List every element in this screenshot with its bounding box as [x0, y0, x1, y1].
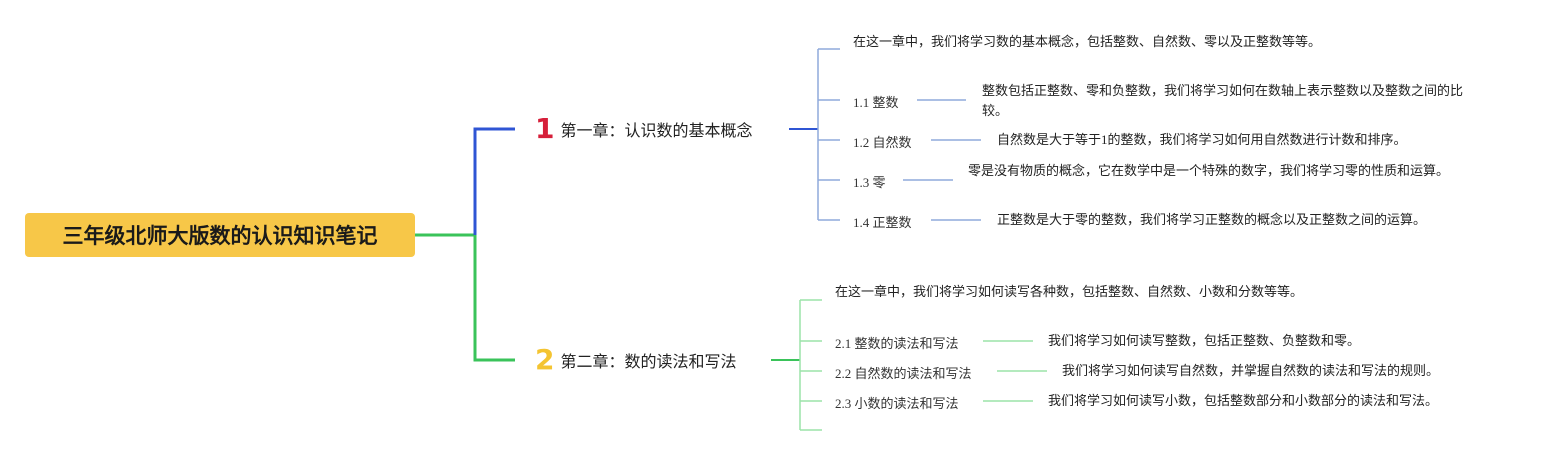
chapter-1-title: 第一章：认识数的基本概念: [560, 121, 753, 140]
branch-1-connector: [473, 127, 515, 235]
topic-2-1-desc: 我们将学习如何读写整数，包括正整数、负整数和零。: [1048, 333, 1361, 348]
chapter-2-node[interactable]: 2 第二章：数的读法和写法: [515, 341, 771, 379]
topic-2-3-desc: 我们将学习如何读写小数，包括整数部分和小数部分的读法和写法。: [1048, 393, 1439, 408]
topic-1-2-label[interactable]: 1.2 自然数: [853, 135, 912, 150]
topic-1-1-desc: 整数包括正整数、零和负整数，我们将学习如何在数轴上表示整数以及整数之间的比较。: [982, 83, 1464, 118]
chapter-1-badge-icon: 1: [535, 112, 555, 145]
root-node[interactable]: 三年级北师大版数的认识知识笔记: [25, 213, 415, 257]
topic-2-2-label[interactable]: 2.2 自然数的读法和写法: [835, 366, 972, 381]
topic-1-4-label[interactable]: 1.4 正整数: [853, 215, 912, 230]
chapter-1-intro: 在这一章中，我们将学习数的基本概念，包括整数、自然数、零以及正整数等等。: [853, 34, 1322, 49]
chapter-2-title: 第二章：数的读法和写法: [560, 352, 737, 371]
chapter-2-intro: 在这一章中，我们将学习如何读写各种数，包括整数、自然数、小数和分数等等。: [835, 284, 1304, 299]
topic-2-3-label[interactable]: 2.3 小数的读法和写法: [835, 396, 959, 411]
branch-2-connector: [473, 235, 515, 362]
topic-2-1-label[interactable]: 2.1 整数的读法和写法: [835, 336, 959, 351]
chapter-1-node[interactable]: 1 第一章：认识数的基本概念: [515, 110, 789, 148]
topic-1-1-label[interactable]: 1.1 整数: [853, 95, 899, 110]
topic-1-2-desc: 自然数是大于等于1的整数，我们将学习如何用自然数进行计数和排序。: [997, 132, 1407, 147]
topic-1-3-label[interactable]: 1.3 零: [853, 175, 886, 190]
root-title: 三年级北师大版数的认识知识笔记: [62, 224, 378, 248]
chapter-2-badge-icon: 2: [535, 343, 555, 376]
topic-1-3-desc: 零是没有物质的概念，它在数学中是一个特殊的数字，我们将学习零的性质和运算。: [968, 163, 1450, 178]
topic-1-4-desc: 正整数是大于零的整数，我们将学习正整数的概念以及正整数之间的运算。: [997, 212, 1427, 227]
topic-2-2-desc: 我们将学习如何读写自然数，并掌握自然数的读法和写法的规则。: [1062, 363, 1440, 378]
